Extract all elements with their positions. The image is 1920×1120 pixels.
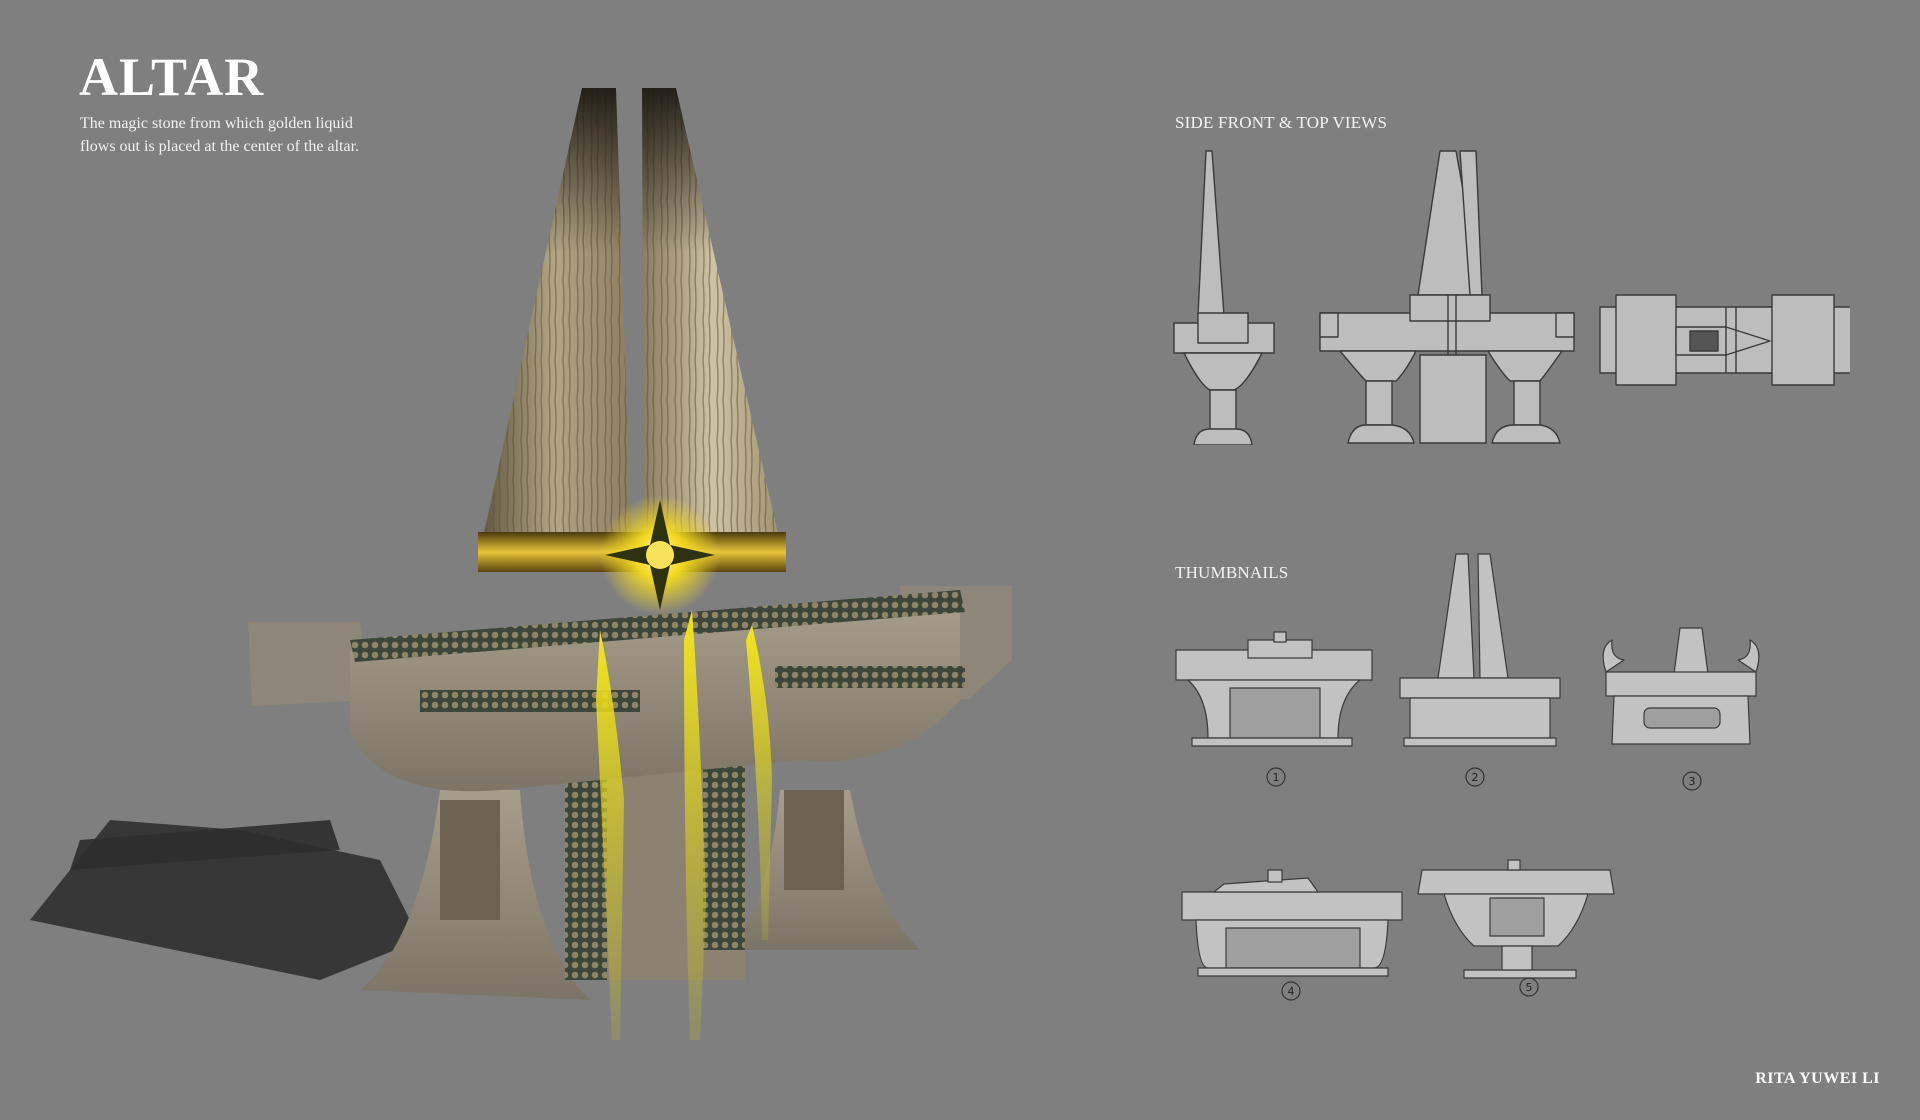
thumbnail-1 [1175,631,1373,747]
top-view [1599,294,1850,386]
thumbnails-title: THUMBNAILS [1175,563,1289,582]
orthographic-views [1173,150,1850,445]
svg-text:1: 1 [1273,771,1280,784]
svg-text:5: 5 [1526,981,1533,994]
altar-render [30,88,1012,1040]
artist-credit: RITA YUWEI LI [1755,1070,1880,1087]
thumbnail-4 [1181,869,1403,977]
thumbnails-sheet [1175,553,1760,979]
thumbnail-3-label: 3 [1681,770,1703,792]
side-view [1173,150,1275,445]
svg-text:2: 2 [1472,771,1479,784]
page-title: ALTAR [79,47,265,107]
thumbnail-4-label: 4 [1280,980,1302,1002]
front-view [1319,150,1575,444]
orthographic-views-title: SIDE FRONT & TOP VIEWS [1175,113,1388,132]
svg-text:4: 4 [1288,985,1295,998]
thumbnail-3 [1602,627,1760,745]
svg-text:3: 3 [1689,775,1696,788]
thumbnail-1-label: 1 [1265,766,1287,788]
thumbnail-2-label: 2 [1464,766,1486,788]
altar-description: The magic stone from which golden liquid… [80,115,360,155]
thumbnail-5-label: 5 [1518,976,1540,998]
thumbnail-5 [1417,859,1615,979]
thumbnail-2 [1399,553,1561,747]
